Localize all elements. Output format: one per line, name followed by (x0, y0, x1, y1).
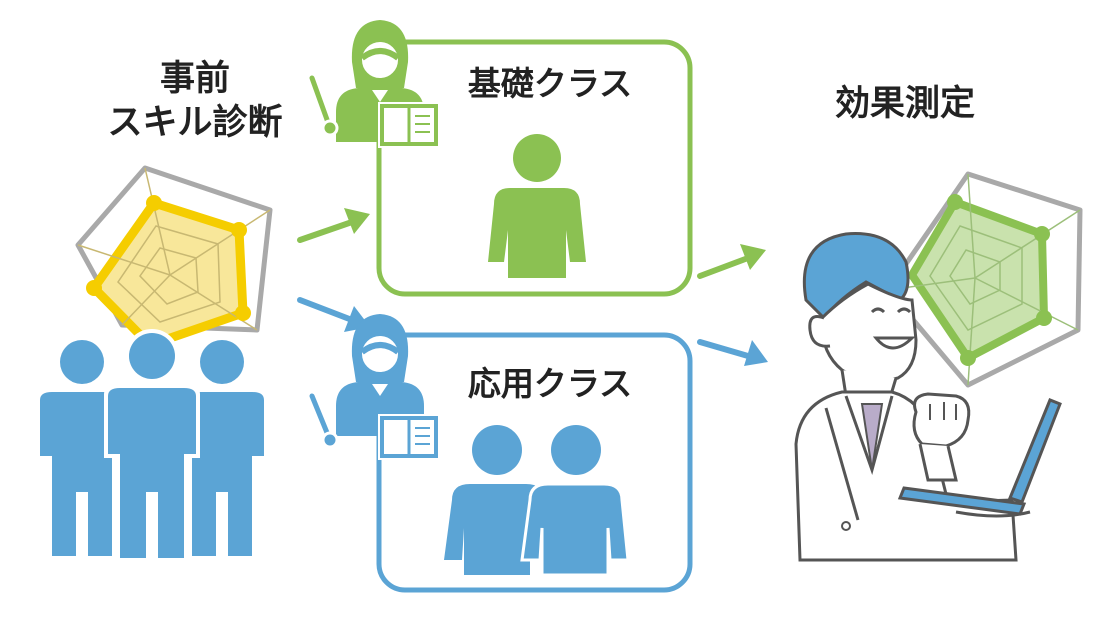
pre-label-line2: スキル診断 (107, 102, 283, 143)
person-icon (108, 333, 196, 558)
person-icon (520, 423, 630, 577)
person-icon (488, 134, 586, 278)
arrow-icon (697, 339, 768, 366)
radar-chart-icon (885, 171, 1083, 388)
teacher-icon (309, 20, 440, 148)
arrow-icon (697, 244, 766, 279)
teacher-icon (309, 314, 440, 460)
effect-measurement-title: 効果測定 (834, 84, 975, 124)
pre-diagnosis-title: 事前 スキル診断 (70, 58, 320, 146)
pre-label-line1: 事前 (159, 59, 230, 99)
arrow-icon (297, 208, 370, 243)
applied-class-title: 応用クラス (467, 364, 633, 403)
person-icon (40, 340, 124, 556)
radar-chart-icon (75, 165, 273, 350)
basic-class-box (376, 39, 693, 297)
basic-class-title: 基礎クラス (467, 64, 633, 103)
people-group-icon (36, 329, 268, 562)
businessman-laptop-icon (794, 232, 1062, 562)
applied-class-box (376, 332, 693, 593)
person-icon (180, 340, 264, 556)
